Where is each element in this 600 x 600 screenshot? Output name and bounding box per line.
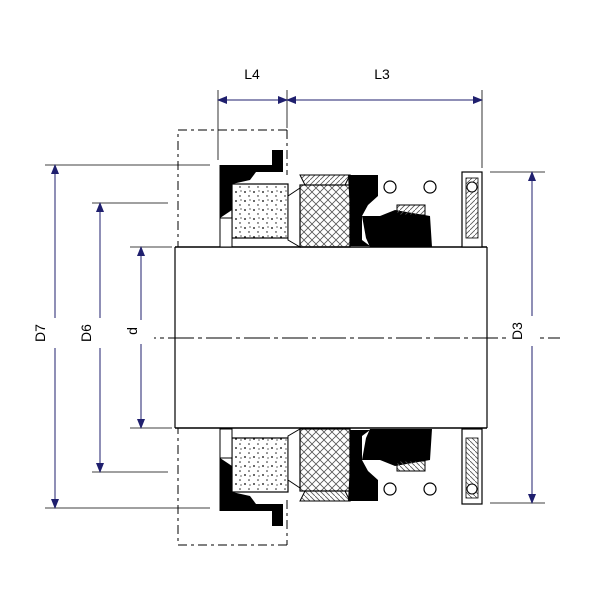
label-d: d (124, 327, 140, 335)
dimension-labels: L4 L3 D7 D6 d D3 (32, 62, 536, 348)
bellows (299, 184, 351, 248)
spring-coil (423, 180, 437, 194)
seal-top-half (219, 150, 483, 248)
shaft (130, 246, 560, 429)
label-d3: D3 (509, 322, 525, 340)
seal-bottom-half (219, 428, 483, 526)
label-l4: L4 (244, 66, 260, 82)
spring-coil (383, 180, 397, 194)
housing-outline (177, 129, 288, 546)
extension-lines (45, 90, 545, 509)
label-d7: D7 (32, 324, 48, 342)
label-l3: L3 (374, 66, 390, 82)
label-d6: D6 (78, 324, 94, 342)
stationary-ring (231, 183, 289, 239)
